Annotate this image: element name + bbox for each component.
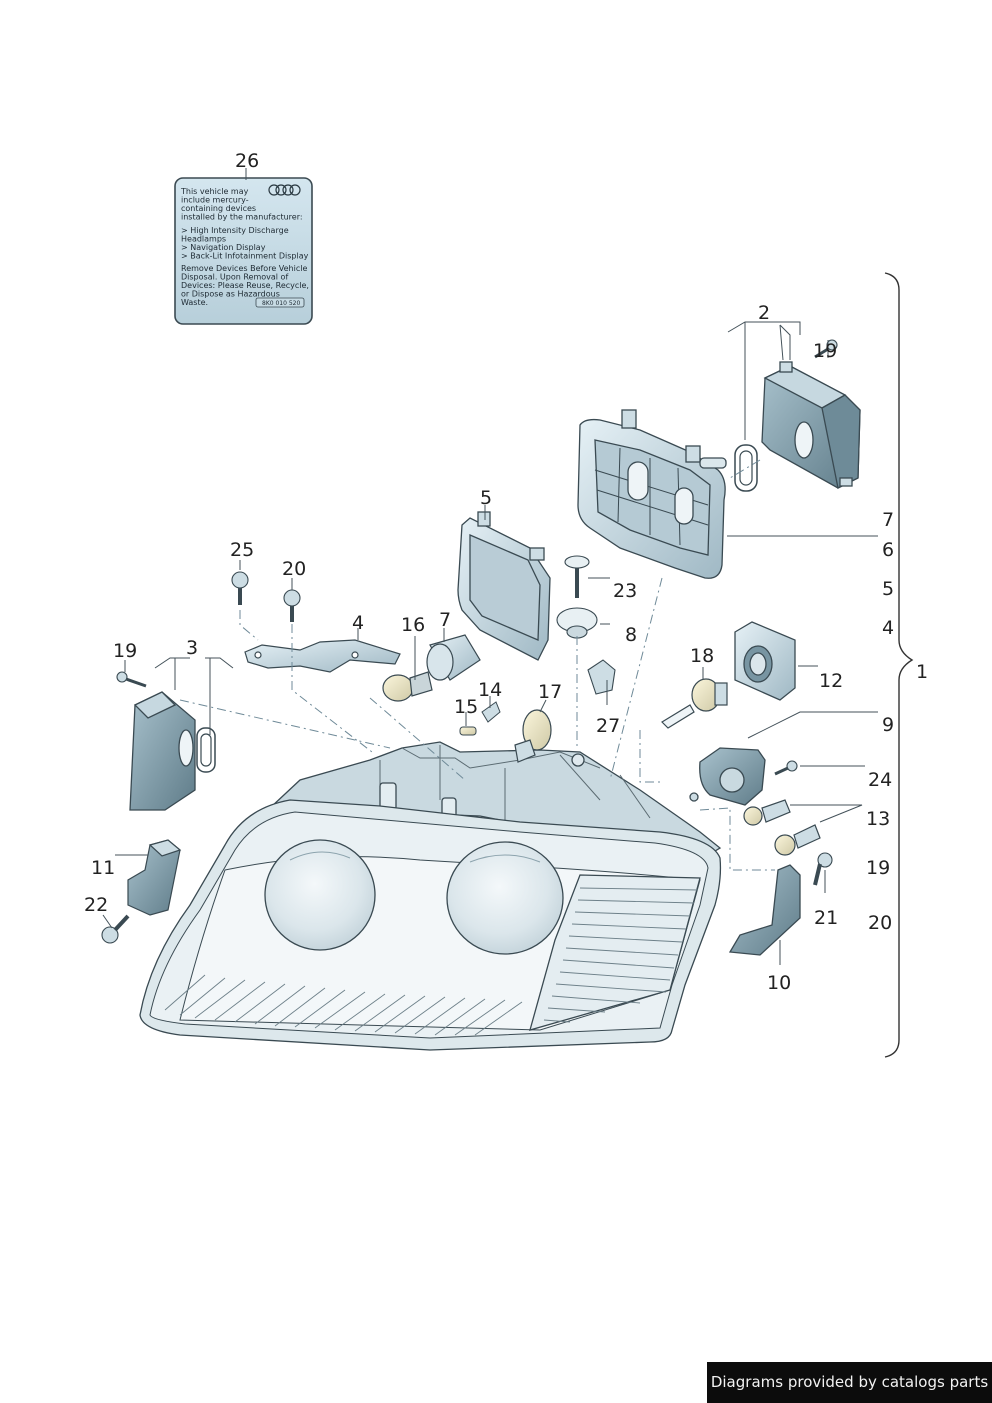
bulb-holder-housing [457,511,551,661]
callout-17: 17 [538,681,562,703]
callout-8: 8 [625,624,637,646]
label-code: 8K0 010 520 [262,300,300,307]
bulb-15 [459,726,477,736]
callout-18: 18 [690,645,714,667]
headlamp-housing [139,741,722,1051]
callout-19c: 19 [866,857,890,879]
connector-14 [481,701,501,723]
xenon-bulb-18 [661,678,728,729]
callout-27: 27 [596,715,620,737]
callout-20a: 20 [282,558,306,580]
label-line-9: > Back-Lit Infotainment Display [181,252,309,261]
screws-center-top [231,571,301,622]
callout-7a: 7 [882,509,894,531]
audi-rings-logo [268,184,301,196]
callout-19b: 19 [113,640,137,662]
footer-credit: Diagrams provided by catalogs parts [707,1362,992,1403]
callout-4a: 4 [882,617,894,639]
assembly-dashed-lines [179,459,775,871]
leader-lines [102,168,878,965]
seal-ring-left [196,727,216,773]
warning-label: This vehicle may include mercury- contai… [174,177,313,325]
label-line-13: Devices: Please Reuse, Recycle, [181,281,309,290]
label-line-3: containing devices [181,204,256,213]
callout-16: 16 [401,614,425,636]
screw-22 [101,914,130,944]
callout-2: 2 [758,302,770,324]
callout-24: 24 [868,769,892,791]
bulb-holder-12 [734,621,796,701]
label-line-14: or Dispose as Hazardous [181,290,280,299]
callout-3: 3 [186,637,198,659]
leveling-motor-9 [689,747,766,806]
callout-12: 12 [819,670,843,692]
label-line-1: This vehicle may [180,187,249,196]
bracket-11 [127,839,182,916]
screw-21 [813,852,833,886]
callout-9: 9 [882,714,894,736]
bulbs-13 [743,799,821,856]
callout-26: 26 [235,150,259,172]
group-bracket [884,272,914,1058]
bulb-16 [382,671,433,702]
label-line-4: installed by the manufacturer: [181,213,303,222]
headlamp-cover-frame [577,409,727,579]
callout-1: 1 [916,661,928,683]
screw-23-and-cap-8 [556,555,598,639]
bulb-socket [426,634,481,681]
bracket-10 [728,864,801,956]
label-line-7: Headlamps [181,235,226,244]
callout-20b: 20 [868,912,892,934]
callout-21: 21 [814,907,838,929]
callout-7b: 7 [439,609,451,631]
label-line-12: Disposal. Upon Removal of [181,273,288,282]
seal-ring-upper [734,444,758,492]
callout-10: 10 [767,972,791,994]
xenon-control-unit-left [129,691,196,811]
screw-upper-right [814,339,838,359]
callout-14: 14 [478,679,502,701]
callout-23: 23 [613,580,637,602]
callout-4b: 4 [352,612,364,634]
callout-11: 11 [91,857,115,879]
label-line-11: Remove Devices Before Vehicle [181,264,307,273]
callout-22: 22 [84,894,108,916]
callout-numbers: 26 2 19 7 6 5 5 4 1 25 20 4 16 7 23 8 19… [84,150,928,994]
label-line-8: > Navigation Display [181,243,266,252]
callout-5a: 5 [480,487,492,509]
callout-6: 6 [882,539,894,561]
callout-13: 13 [866,808,890,830]
screw-left-19 [116,671,147,688]
label-line-15: Waste. [181,298,208,307]
screw-24 [774,760,798,776]
label-line-2: include mercury- [181,196,249,205]
xenon-control-unit-upper [761,361,861,489]
label-line-6: > High Intensity Discharge [181,226,289,235]
callout-15: 15 [454,696,478,718]
mounting-bracket-4 [244,639,401,673]
callout-25: 25 [230,539,254,561]
callout-5b: 5 [882,578,894,600]
callout-19a: 19 [813,340,837,362]
clip-27 [587,659,616,695]
bulb-17 [514,709,552,763]
